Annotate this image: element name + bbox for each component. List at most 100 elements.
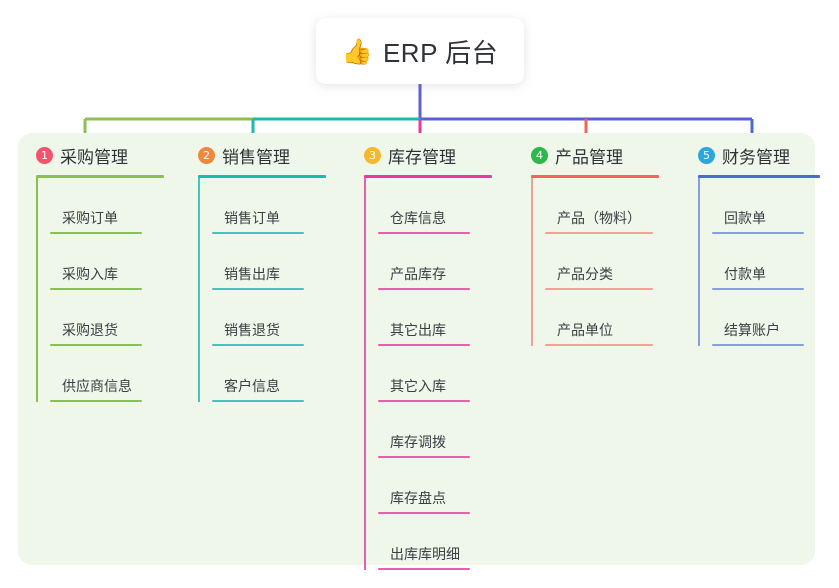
leaf-node[interactable]: 销售出库 <box>212 234 350 290</box>
leaf-node-label: 库存盘点 <box>390 490 446 506</box>
leaf-node[interactable]: 销售退货 <box>212 290 350 346</box>
leaf-node[interactable]: 产品（物料） <box>545 178 684 234</box>
leaf-node-underline <box>378 400 470 402</box>
leaf-node-label: 销售退货 <box>224 322 280 338</box>
branch-header-underline <box>198 175 326 178</box>
branch-header-库存管理[interactable]: 3 库存管理 <box>364 133 517 173</box>
leaf-node-label: 其它出库 <box>390 322 446 338</box>
leaf-node[interactable]: 仓库信息 <box>378 178 517 234</box>
leaf-node-underline <box>212 344 304 346</box>
leaf-node-underline <box>545 232 653 234</box>
branch-header-销售管理[interactable]: 2 销售管理 <box>198 133 350 173</box>
leaf-node[interactable]: 出库库明细 <box>378 514 517 570</box>
branch-item-list: 回款单付款单结算账户 <box>698 178 815 346</box>
leaf-node-underline <box>378 456 470 458</box>
leaf-node[interactable]: 销售订单 <box>212 178 350 234</box>
leaf-node-label: 结算账户 <box>724 322 780 338</box>
leaf-node-underline <box>212 232 304 234</box>
leaf-node[interactable]: 客户信息 <box>212 346 350 402</box>
leaf-node-label: 供应商信息 <box>62 378 132 394</box>
branch-column-财务管理: 5 财务管理回款单付款单结算账户 <box>684 133 820 565</box>
leaf-node-label: 销售订单 <box>224 210 280 226</box>
branch-header-underline <box>531 175 659 178</box>
branch-item-list: 销售订单销售出库销售退货客户信息 <box>198 178 350 402</box>
branch-title: 采购管理 <box>60 147 128 167</box>
leaf-node[interactable]: 产品单位 <box>545 290 684 346</box>
leaf-node[interactable]: 其它入库 <box>378 346 517 402</box>
branch-index-badge: 5 <box>698 146 715 164</box>
branch-column-产品管理: 4 产品管理产品（物料） 产品分类产品单位 <box>517 133 684 565</box>
leaf-node-underline <box>712 288 804 290</box>
branch-header-underline <box>698 175 820 178</box>
branch-title: 财务管理 <box>722 147 790 167</box>
branch-title: 销售管理 <box>222 147 290 167</box>
branch-spine-line <box>698 178 700 346</box>
leaf-node-underline <box>545 288 653 290</box>
leaf-node[interactable]: 付款单 <box>712 234 815 290</box>
branch-item-list: 仓库信息产品库存其它出库其它入库库存调拨库存盘点出库库明细 <box>364 178 517 570</box>
branch-spine-line <box>531 178 533 346</box>
leaf-node-label: 销售出库 <box>224 266 280 282</box>
branch-column-采购管理: 1 采购管理采购订单采购入库采购退货供应商信息 <box>18 133 184 565</box>
leaf-node-label: 采购订单 <box>62 210 118 226</box>
branch-header-underline <box>364 175 492 178</box>
leaf-node[interactable]: 库存盘点 <box>378 458 517 514</box>
leaf-node-underline <box>50 232 142 234</box>
branch-item-list: 采购订单采购入库采购退货供应商信息 <box>36 178 184 402</box>
leaf-node[interactable]: 结算账户 <box>712 290 815 346</box>
leaf-node-label: 库存调拨 <box>390 434 446 450</box>
leaf-node-label: 采购退货 <box>62 322 118 338</box>
branch-item-list: 产品（物料） 产品分类产品单位 <box>531 178 684 346</box>
branch-header-产品管理[interactable]: 4 产品管理 <box>531 133 684 173</box>
leaf-node-label: 客户信息 <box>224 378 280 394</box>
leaf-node-label: 回款单 <box>724 210 766 226</box>
leaf-node[interactable]: 产品库存 <box>378 234 517 290</box>
branch-index-badge: 1 <box>36 146 53 164</box>
branch-column-库存管理: 3 库存管理仓库信息产品库存其它出库其它入库库存调拨库存盘点出库库明细 <box>350 133 517 570</box>
leaf-node-underline <box>712 344 804 346</box>
leaf-node[interactable]: 供应商信息 <box>50 346 184 402</box>
leaf-node-label: 其它入库 <box>390 378 446 394</box>
branch-spine-line <box>364 178 366 570</box>
leaf-node-label: 仓库信息 <box>390 210 446 226</box>
branch-header-财务管理[interactable]: 5 财务管理 <box>698 133 815 173</box>
branch-header-underline <box>36 175 164 178</box>
branch-header-采购管理[interactable]: 1 采购管理 <box>36 133 184 173</box>
leaf-node-underline <box>378 232 470 234</box>
leaf-node[interactable]: 采购入库 <box>50 234 184 290</box>
branch-column-销售管理: 2 销售管理销售订单销售出库销售退货客户信息 <box>184 133 350 565</box>
leaf-node-underline <box>378 512 470 514</box>
leaf-node-underline <box>50 344 142 346</box>
leaf-node[interactable]: 库存调拨 <box>378 402 517 458</box>
root-node-card[interactable]: 👍 ERP 后台 <box>316 18 524 84</box>
leaf-node[interactable]: 采购退货 <box>50 290 184 346</box>
leaf-node-label: 产品分类 <box>557 266 613 282</box>
branch-index-badge: 4 <box>531 146 548 164</box>
leaf-node[interactable]: 回款单 <box>712 178 815 234</box>
leaf-node-underline <box>212 400 304 402</box>
thumbs-up-icon: 👍 <box>341 36 373 66</box>
root-node-title: ERP 后台 <box>382 37 499 68</box>
branch-title: 产品管理 <box>555 147 623 167</box>
leaf-node-label: 付款单 <box>724 266 766 282</box>
branch-index-badge: 3 <box>364 146 381 164</box>
leaf-node-label: 产品单位 <box>557 322 613 338</box>
leaf-node-underline <box>545 344 653 346</box>
leaf-node-underline <box>378 344 470 346</box>
branch-title: 库存管理 <box>388 147 456 167</box>
branch-spine-line <box>198 178 200 402</box>
leaf-node[interactable]: 采购订单 <box>50 178 184 234</box>
branch-spine-line <box>36 178 38 402</box>
leaf-node[interactable]: 产品分类 <box>545 234 684 290</box>
branch-index-badge: 2 <box>198 146 215 164</box>
leaf-node[interactable]: 其它出库 <box>378 290 517 346</box>
leaf-node-underline <box>50 400 142 402</box>
branch-columns: 1 采购管理采购订单采购入库采购退货供应商信息 2 销售管理销售订单销售出库销售退货客… <box>18 133 820 570</box>
leaf-node-label: 产品（物料） <box>557 210 641 226</box>
leaf-node-label: 采购入库 <box>62 266 118 282</box>
leaf-node-label: 出库库明细 <box>390 546 460 562</box>
leaf-node-underline <box>378 568 470 570</box>
leaf-node-underline <box>378 288 470 290</box>
branch-panel-background <box>18 133 815 565</box>
leaf-node-underline <box>212 288 304 290</box>
